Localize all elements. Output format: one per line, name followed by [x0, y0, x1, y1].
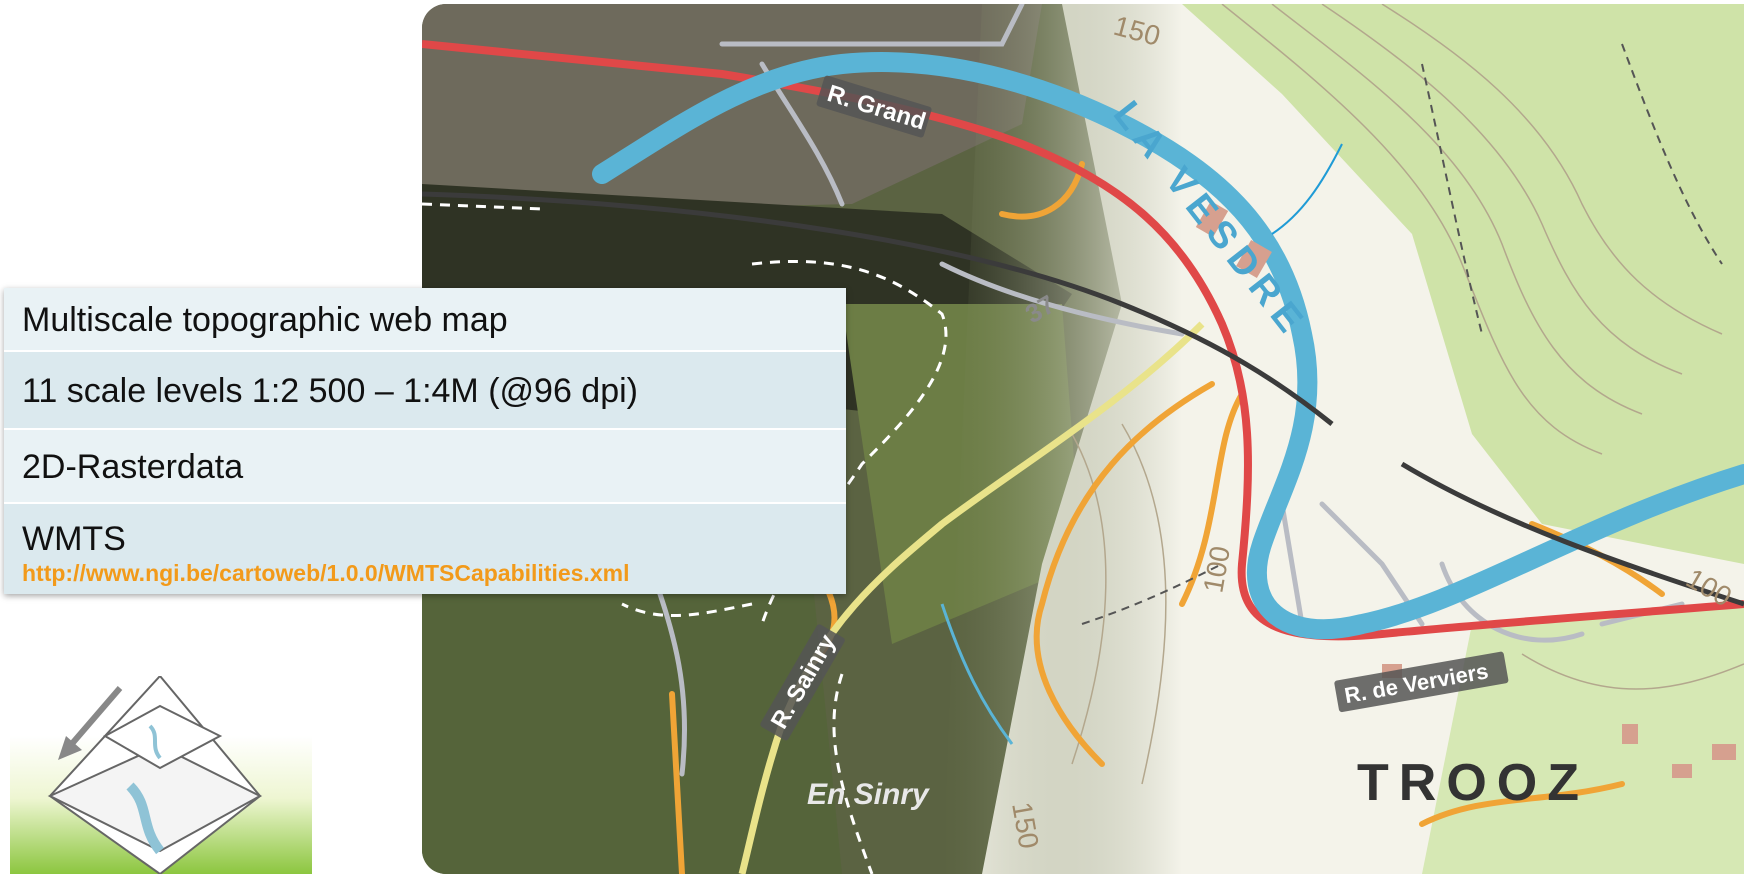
info-data-type: 2D-Rasterdata	[4, 430, 846, 504]
info-scale-levels: 11 scale levels 1:2 500 – 1:4M (@96 dpi)	[4, 352, 846, 430]
info-title: Multiscale topographic web map	[4, 288, 846, 352]
topo-forest-south	[1422, 604, 1744, 874]
label-en-sinry: En Sinry	[807, 778, 930, 811]
info-service-name: WMTS	[22, 520, 126, 558]
topo-forest	[1182, 4, 1744, 564]
pyramid-layers-icon	[10, 674, 312, 876]
wmts-capabilities-link[interactable]: http://www.ngi.be/cartoweb/1.0.0/WMTSCap…	[22, 560, 630, 586]
label-town-trooz: TROOZ	[1357, 754, 1589, 812]
railway	[422, 191, 1744, 607]
road-sainry-yellow	[738, 321, 1205, 874]
info-service: WMTS http://www.ngi.be/cartoweb/1.0.0/WM…	[4, 504, 846, 594]
topo-paths	[1081, 43, 1723, 625]
map-view[interactable]: R. Grand LA VESDRE 37 R. Sainry En Sinry…	[422, 4, 1744, 874]
stream	[940, 603, 1014, 745]
river-vesdre	[592, 52, 1744, 640]
stream-north	[1271, 143, 1343, 235]
info-panel: Multiscale topographic web map 11 scale …	[4, 288, 846, 594]
main-road-red	[422, 40, 1744, 641]
contour-lines	[1071, 4, 1744, 785]
